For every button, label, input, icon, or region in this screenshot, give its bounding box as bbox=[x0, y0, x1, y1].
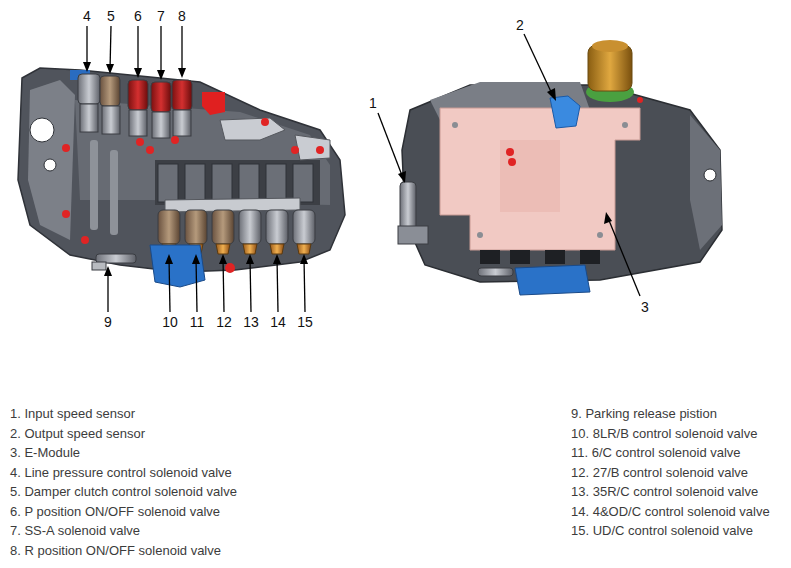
callout-number: 13 bbox=[243, 314, 259, 330]
callout-number: 8 bbox=[178, 8, 186, 24]
part-list-item: 13. 35R/C control solenoid valve bbox=[571, 485, 758, 500]
part-list-item: 5. Damper clutch control solenoid valve bbox=[10, 485, 237, 500]
part-list-item: 4. Line pressure control solenoid valve bbox=[10, 465, 232, 480]
leader-lines bbox=[83, 26, 640, 312]
callout-number: 12 bbox=[216, 314, 232, 330]
part-list-item: 8. R position ON/OFF solenoid valve bbox=[10, 543, 221, 558]
part-list-item: 14. 4&OD/C control solenoid valve bbox=[571, 504, 770, 519]
callout-number: 14 bbox=[270, 314, 286, 330]
part-list-item: 12. 27/B control solenoid valve bbox=[571, 465, 748, 480]
right-valve-body bbox=[398, 40, 722, 295]
part-list-item: 10. 8LR/B control solenoid valve bbox=[571, 426, 757, 441]
left-valve-body bbox=[18, 68, 345, 287]
callout-number: 5 bbox=[107, 8, 115, 24]
callout-number: 9 bbox=[104, 314, 112, 330]
callout-number: 11 bbox=[190, 314, 205, 330]
callout-number: 2 bbox=[516, 17, 524, 33]
callout-number: 10 bbox=[162, 314, 178, 330]
part-list-item: 15. UD/C control solenoid valve bbox=[571, 524, 753, 539]
part-list-item: 11. 6/C control solenoid valve bbox=[571, 446, 741, 461]
part-list-item: 7. SS-A solenoid valve bbox=[10, 524, 140, 539]
part-list-item: 2. Output speed sensor bbox=[10, 426, 145, 441]
part-list-item: 9. Parking release pistion bbox=[571, 407, 717, 422]
part-list-item: 1. Input speed sensor bbox=[10, 407, 135, 422]
callout-number: 6 bbox=[134, 8, 142, 24]
callout-number: 3 bbox=[641, 299, 649, 315]
callout-number: 7 bbox=[157, 8, 165, 24]
part-list-item: 3. E-Module bbox=[10, 446, 80, 461]
part-list-item: 6. P position ON/OFF solenoid valve bbox=[10, 504, 220, 519]
callout-number: 15 bbox=[297, 314, 313, 330]
callout-number: 1 bbox=[369, 95, 377, 111]
callout-number: 4 bbox=[83, 8, 91, 24]
